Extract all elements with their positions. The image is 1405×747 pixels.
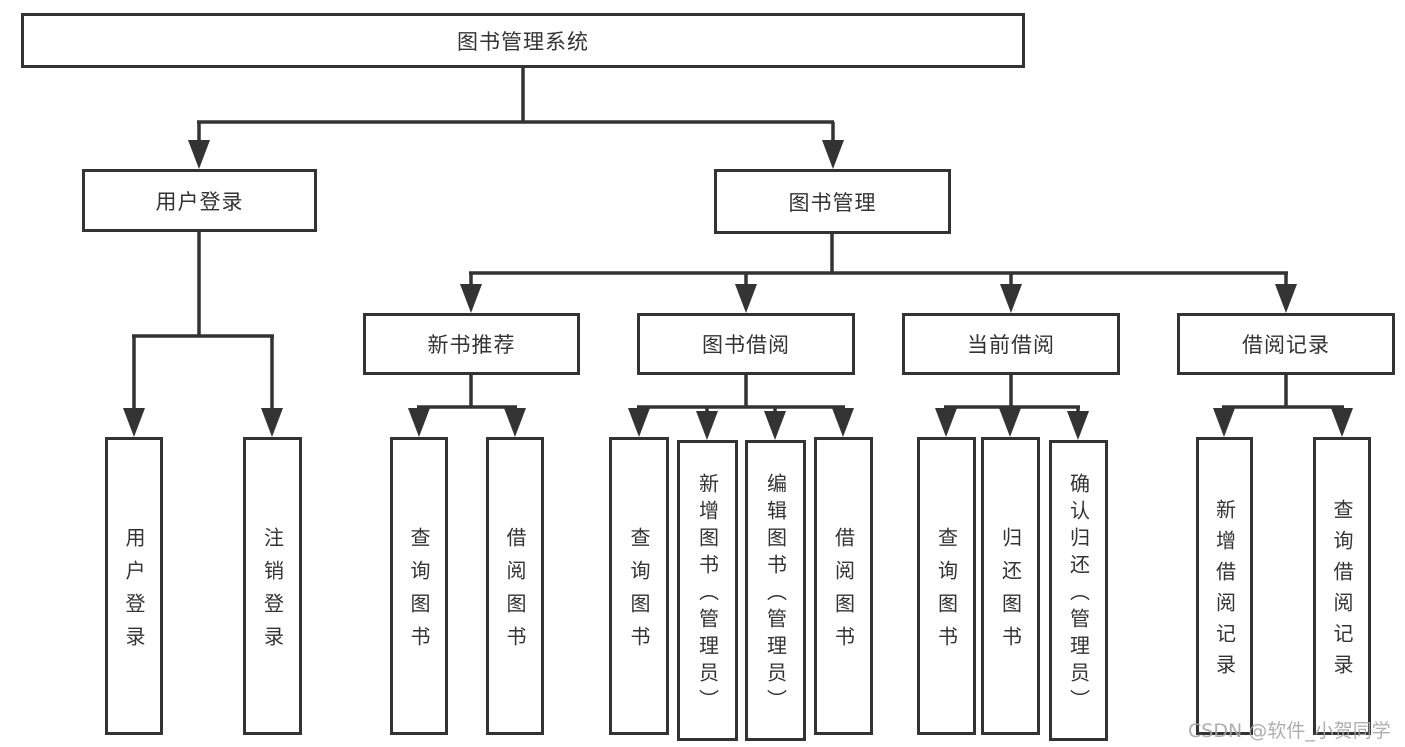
node-leaf-query-books: 查询图书 bbox=[609, 437, 669, 735]
node-label: 借阅记录 bbox=[1242, 333, 1330, 357]
node-label: 查询图书 bbox=[407, 526, 431, 659]
node-leaf-return-books: 归还图书 bbox=[981, 437, 1040, 735]
node-leaf-add-books-admin: 新增图书（管理员） bbox=[677, 440, 738, 741]
node-new-book-recommendation: 新书推荐 bbox=[363, 313, 580, 375]
node-book-management-branch: 图书管理 bbox=[714, 169, 951, 234]
csdn-watermark: CSDN @软件_小贺同学 bbox=[1188, 720, 1391, 742]
node-label: 图书管理 bbox=[788, 190, 877, 215]
node-label: 新增图书（管理员） bbox=[695, 472, 720, 716]
connector-records-to-leaves bbox=[1222, 375, 1344, 412]
node-borrowing-records: 借阅记录 bbox=[1177, 313, 1395, 375]
node-leaf-user-login: 用户登录 bbox=[105, 437, 163, 735]
connector-newbooks-to-leaves bbox=[417, 375, 517, 412]
node-label: 查询图书 bbox=[934, 526, 959, 659]
node-leaf-query-books: 查询图书 bbox=[390, 437, 448, 735]
node-label: 借阅图书 bbox=[831, 526, 856, 659]
node-label: 注销登录 bbox=[260, 526, 285, 659]
node-library-management-system: 图书管理系统 bbox=[21, 13, 1025, 68]
node-label: 新增借阅记录 bbox=[1212, 498, 1237, 685]
node-leaf-borrow-books: 借阅图书 bbox=[486, 437, 544, 735]
connector-root-to-level2 bbox=[197, 68, 835, 142]
node-leaf-query-borrow-record: 查询借阅记录 bbox=[1313, 437, 1371, 735]
arrowheads bbox=[123, 140, 1353, 440]
node-label: 查询借阅记录 bbox=[1330, 498, 1354, 685]
node-leaf-query-books: 查询图书 bbox=[917, 437, 976, 735]
node-user-login-branch: 用户登录 bbox=[82, 169, 317, 232]
node-label: 用户登录 bbox=[155, 189, 244, 214]
node-label: 当前借阅 bbox=[967, 333, 1055, 357]
node-label: 借阅图书 bbox=[503, 526, 527, 659]
node-leaf-logout: 注销登录 bbox=[243, 437, 302, 735]
connector-bookmgmt-to-level3 bbox=[469, 234, 1288, 286]
node-label: 归还图书 bbox=[998, 526, 1023, 659]
node-label: 图书管理系统 bbox=[457, 29, 589, 54]
connector-userlogin-to-leaves bbox=[132, 232, 274, 410]
connector-borrow-to-leaves bbox=[637, 375, 845, 414]
node-label: 新书推荐 bbox=[427, 333, 516, 357]
node-label: 用户登录 bbox=[122, 526, 146, 659]
node-leaf-confirm-return-admin: 确认归还（管理员） bbox=[1049, 440, 1108, 741]
node-label: 查询图书 bbox=[627, 526, 651, 659]
node-leaf-edit-books-admin: 编辑图书（管理员） bbox=[745, 440, 806, 741]
node-book-borrowing: 图书借阅 bbox=[637, 313, 855, 375]
node-leaf-add-borrow-record: 新增借阅记录 bbox=[1196, 437, 1253, 735]
node-label: 确认归还（管理员） bbox=[1066, 472, 1091, 716]
node-leaf-borrow-books: 借阅图书 bbox=[814, 437, 873, 735]
node-label: 编辑图书（管理员） bbox=[763, 472, 788, 716]
node-current-borrowing: 当前借阅 bbox=[902, 313, 1120, 375]
node-label: 图书借阅 bbox=[702, 333, 790, 357]
